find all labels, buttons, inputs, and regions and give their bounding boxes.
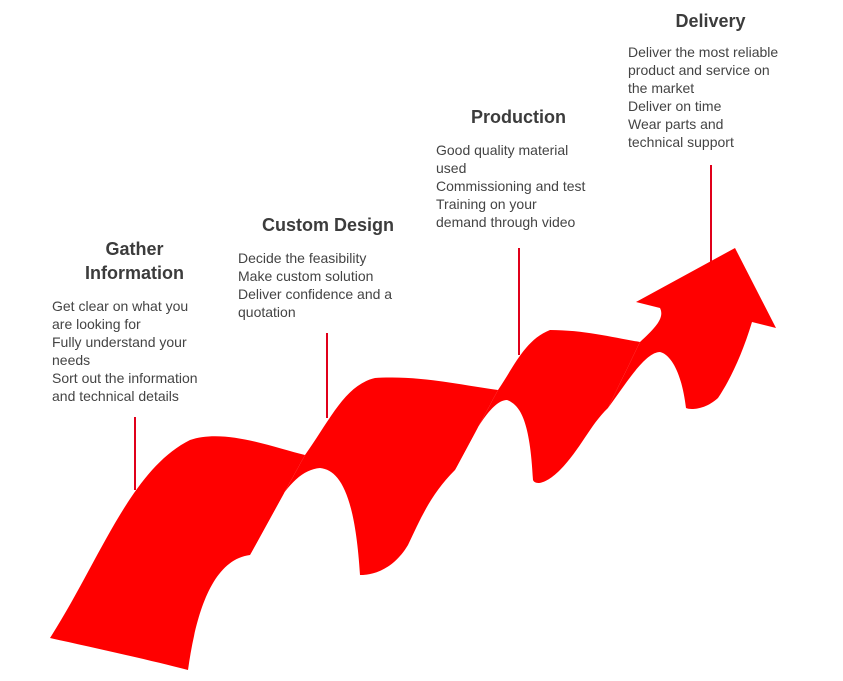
- step-gather-line: needs: [52, 352, 91, 368]
- step-production-line: Training on your: [436, 196, 537, 212]
- step-gather-information: Gather Information Get clear on what you…: [52, 237, 227, 405]
- step-gather-title-line2: Information: [85, 263, 184, 283]
- step-delivery-line: Wear parts and: [628, 116, 724, 132]
- step-gather-description: Get clear on what you are looking for Fu…: [52, 297, 227, 405]
- step-delivery-line: technical support: [628, 134, 734, 150]
- step-delivery-title: Delivery: [675, 11, 746, 31]
- step-design-title: Custom Design: [261, 215, 394, 235]
- step-production-line: Commissioning and test: [436, 178, 586, 194]
- step-production-line: used: [436, 160, 467, 176]
- step-design-line: Deliver confidence and a: [238, 286, 393, 302]
- step-delivery-line: Deliver the most reliable: [628, 44, 779, 60]
- step-gather-title-line1: Gather: [105, 239, 164, 259]
- step-delivery: Delivery Deliver the most reliable produ…: [628, 9, 813, 151]
- ribbon-segment-delivery: [608, 248, 776, 409]
- step-gather-line: are looking for: [52, 316, 141, 332]
- step-gather-line: Get clear on what you: [52, 298, 189, 314]
- step-custom-design: Custom Design Decide the feasibility Mak…: [238, 213, 423, 321]
- step-delivery-description: Deliver the most reliable product and se…: [628, 43, 813, 151]
- ribbon-segment-production: [455, 330, 640, 483]
- step-production-title: Production: [471, 107, 566, 127]
- step-delivery-line: Deliver on time: [628, 98, 722, 114]
- step-gather-line: Fully understand your: [52, 334, 187, 350]
- step-delivery-line: product and service on: [628, 62, 770, 78]
- step-design-line: Decide the feasibility: [238, 250, 367, 266]
- step-design-line: quotation: [238, 304, 296, 320]
- step-production-line: demand through video: [436, 214, 576, 230]
- step-production-description: Good quality material used Commissioning…: [436, 141, 616, 231]
- step-production: Production Good quality material used Co…: [436, 105, 616, 231]
- ribbon-segment-gather: [50, 436, 305, 670]
- step-design-description: Decide the feasibility Make custom solut…: [238, 249, 423, 321]
- ribbon-segment-design: [250, 377, 498, 575]
- step-production-line: Good quality material: [436, 142, 569, 158]
- step-gather-title: Gather Information: [52, 237, 217, 285]
- step-design-line: Make custom solution: [238, 268, 374, 284]
- step-gather-line: Sort out the information: [52, 370, 198, 386]
- step-delivery-line: the market: [628, 80, 695, 96]
- step-gather-line: and technical details: [52, 388, 179, 404]
